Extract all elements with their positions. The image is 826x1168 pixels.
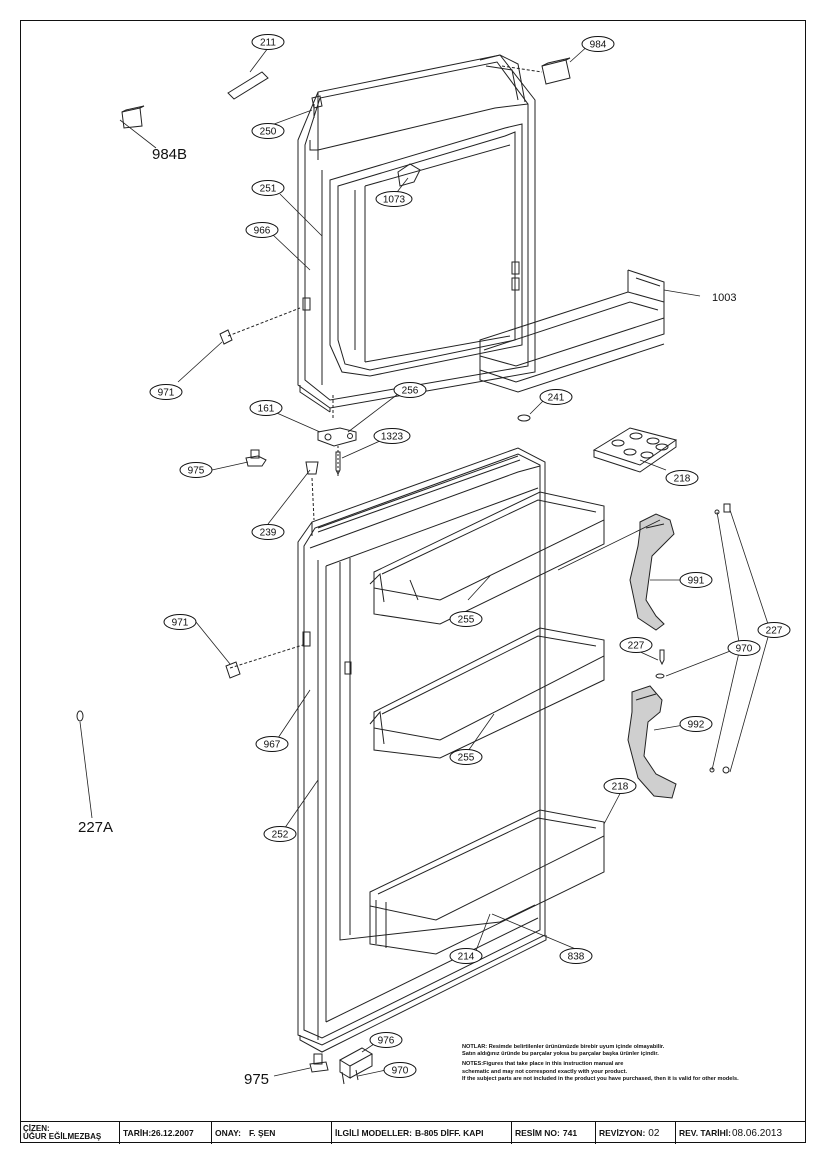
part-975-upper	[245, 455, 267, 467]
hinge-161	[317, 427, 357, 447]
hinge-976	[338, 1047, 374, 1079]
resim-label: RESİM NO:	[515, 1128, 560, 1138]
tarih-value: 26.12.2007	[151, 1128, 194, 1138]
door-bin-upper	[369, 491, 605, 625]
onay-value: F. ŞEN	[248, 1128, 276, 1138]
handle-991	[629, 513, 675, 631]
callout-838: 838	[568, 952, 585, 963]
revizyon-label: REVİZYON:	[599, 1128, 646, 1138]
callout-227-handle: 227	[628, 641, 645, 652]
callout-970-bottom: 970	[392, 1066, 409, 1077]
callout-966: 966	[254, 226, 271, 237]
notes-en-line3: If the subject parts are not included in…	[462, 1075, 739, 1082]
title-block: ÇİZEN: UĞUR EĞİLMEZBAŞ TARİH: 26.12.2007…	[20, 1121, 806, 1144]
upper-door	[297, 54, 536, 413]
screw-1323	[335, 451, 341, 476]
part-211	[227, 71, 269, 100]
part-227-right	[723, 503, 731, 513]
part-971-lower	[225, 661, 241, 679]
cizen-label: ÇİZEN:	[23, 1124, 50, 1133]
door-bin-middle	[369, 627, 605, 759]
callout-984: 984	[590, 40, 607, 51]
door-bin-lower	[369, 809, 605, 955]
title-revtarih: REV. TARİHİ: 08.06.2013	[676, 1122, 806, 1144]
callout-255-middle: 255	[458, 753, 475, 764]
lower-door	[297, 447, 547, 1053]
callout-975-upper: 975	[188, 466, 205, 477]
callout-970-handle: 970	[736, 644, 753, 655]
callouts	[149, 34, 791, 1078]
wire-shelf-1003	[479, 269, 665, 393]
modeller-label: İLGİLİ MODELLER:	[335, 1128, 412, 1138]
callout-250: 250	[260, 127, 277, 138]
part-250	[311, 95, 323, 109]
callout-labels: 211 984 250 1073 251 966 971 161 256 241…	[158, 38, 783, 1077]
revtarih-label: REV. TARİHİ:	[679, 1128, 731, 1138]
callout-992: 992	[688, 720, 705, 731]
notes-tr-line1: NOTLAR: Resimde belirtilenler ürünümüzde…	[462, 1044, 665, 1050]
title-revizyon: REVİZYON: 02	[596, 1122, 676, 1144]
callout-251: 251	[260, 184, 277, 195]
callout-1073: 1073	[383, 195, 406, 206]
callout-255-upper: 255	[458, 615, 475, 626]
egg-tray-218	[592, 427, 678, 473]
handle-992	[627, 685, 677, 799]
title-onay: ONAY: F. ŞEN	[212, 1122, 332, 1144]
callout-256: 256	[402, 386, 419, 397]
title-modeller: İLGİLİ MODELLER: B-805 DİFF. KAPI	[332, 1122, 512, 1144]
label-1003: 1003	[712, 292, 736, 304]
part-971-upper	[219, 329, 233, 345]
part-1073	[397, 163, 421, 187]
callout-241: 241	[548, 393, 565, 404]
callout-971-lower: 971	[172, 618, 189, 629]
notes-block: NOTLAR: Resimde belirtilenler ürünümüzde…	[462, 1044, 802, 1086]
callout-971-upper: 971	[158, 388, 175, 399]
onay-label: ONAY:	[215, 1128, 241, 1138]
notes-en-line1: NOTES:Figures that take place in this in…	[462, 1061, 624, 1068]
callout-976: 976	[378, 1036, 395, 1047]
notes-en-line2: schematic and may not correspond exactly…	[462, 1068, 628, 1075]
resim-value: 741	[562, 1128, 578, 1138]
title-tarih: TARİH: 26.12.2007	[120, 1122, 212, 1144]
callout-214: 214	[458, 952, 475, 963]
revizyon-value: 02	[648, 1127, 660, 1139]
modeller-value: B-805 DİFF. KAPI	[414, 1128, 484, 1138]
callout-252: 252	[272, 830, 289, 841]
part-239	[305, 461, 319, 475]
label-984b: 984B	[152, 146, 187, 163]
label-227a: 227A	[78, 819, 113, 836]
callout-239: 239	[260, 528, 277, 539]
callout-218-handle: 218	[612, 782, 629, 793]
title-resim: RESİM NO: 741	[512, 1122, 596, 1144]
callout-218-egg-tray: 218	[674, 474, 691, 485]
label-975-bottom: 975	[244, 1071, 269, 1088]
part-227a	[76, 710, 84, 722]
part-984	[541, 59, 571, 85]
callout-161: 161	[258, 404, 275, 415]
notes-tr-line2: Satın aldığınız üründe bu parçalar yoksa…	[462, 1051, 659, 1058]
tarih-label: TARİH:	[123, 1128, 152, 1138]
part-241	[517, 414, 531, 422]
part-975-lower	[309, 1061, 329, 1073]
callout-967: 967	[264, 740, 281, 751]
title-cizen: ÇİZEN: UĞUR EĞİLMEZBAŞ	[20, 1122, 120, 1144]
revtarih-value: 08.06.2013	[731, 1127, 783, 1139]
callout-227-right: 227	[766, 626, 783, 637]
callout-991: 991	[688, 576, 705, 587]
callout-1323: 1323	[381, 432, 404, 443]
cizen-value: UĞUR EĞİLMEZBAŞ	[23, 1132, 102, 1141]
screw-970-a	[659, 649, 665, 666]
callout-211: 211	[260, 38, 276, 49]
